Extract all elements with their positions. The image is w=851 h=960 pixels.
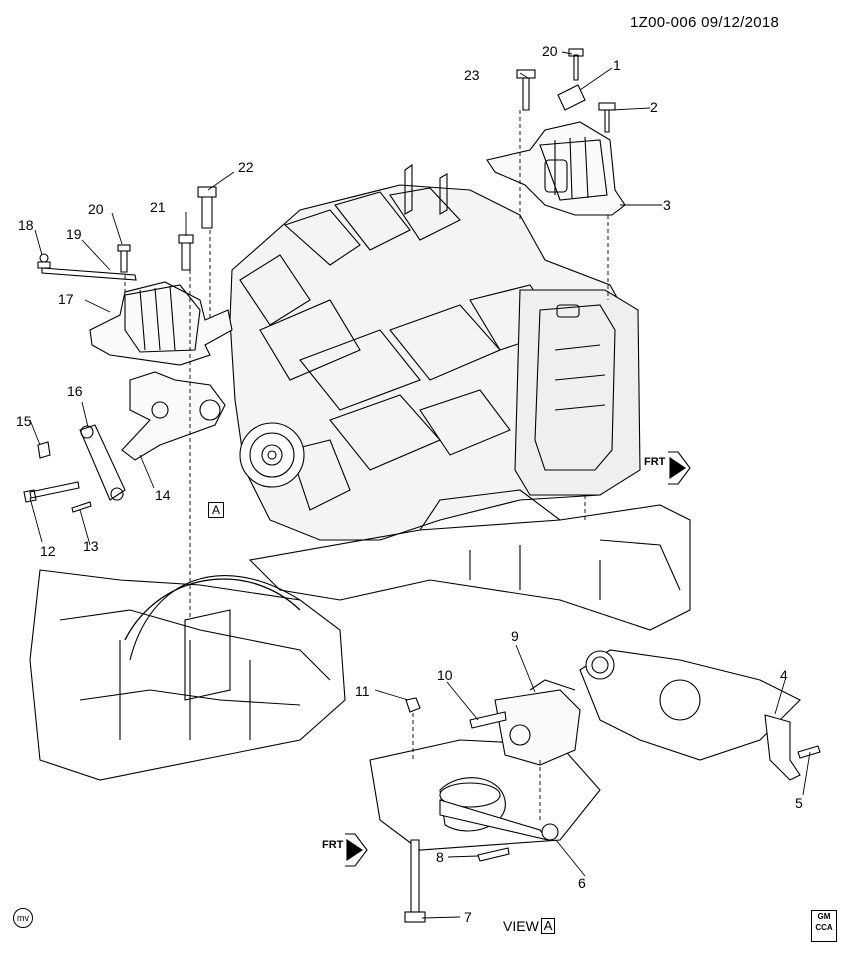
callout-12: 12 [40,543,56,559]
callout-11: 11 [355,683,370,699]
part-14-bracket [23,371,226,513]
gm-logo-bottom: CCA [815,923,833,932]
callout-16: 16 [67,383,83,399]
gm-logo-top: GM [817,912,831,921]
callout-2: 2 [650,99,658,115]
callout-3: 3 [663,197,671,213]
callout-18: 18 [18,217,34,233]
mv-logo: mv [13,908,33,928]
diagram-id: 1Z00-006 09/12/2018 [630,14,780,31]
frt-label-lower: FRT [322,839,344,851]
detail-a-frame [29,569,346,781]
leader-lines [29,51,811,919]
callout-7: 7 [464,909,472,925]
frame-cradle [248,489,691,631]
callout-8: 8 [436,849,444,865]
callout-15: 15 [16,413,32,429]
part-17-mount [37,186,233,366]
frt-arrows [345,451,691,867]
callout-20-left: 20 [88,201,104,217]
callout-numbers: 1 2 3 4 5 6 7 8 9 10 11 12 13 14 15 16 1… [16,43,803,925]
view-text: VIEW [503,918,539,934]
engine-assembly [229,163,641,541]
lower-mount-assembly [369,649,821,923]
part-3-mount-bracket [486,48,626,216]
callout-6: 6 [578,875,586,891]
frt-label-upper: FRT [644,456,666,468]
detail-a-marker: A [208,502,224,518]
callout-4: 4 [780,667,788,683]
callout-5: 5 [795,795,803,811]
callout-23: 23 [464,67,480,83]
view-a-label: VIEW A [503,918,556,934]
callout-19: 19 [66,226,82,242]
view-ref-box: A [540,918,556,934]
callout-13: 13 [83,538,99,554]
callout-9: 9 [511,628,519,644]
callout-22: 22 [238,159,254,175]
callout-17: 17 [58,291,74,307]
callout-20-right: 20 [542,43,558,59]
callout-14: 14 [155,487,171,503]
callout-21: 21 [150,199,166,215]
callout-1: 1 [613,57,621,73]
gm-logo: GM CCA [811,910,837,942]
callout-10: 10 [437,667,453,683]
